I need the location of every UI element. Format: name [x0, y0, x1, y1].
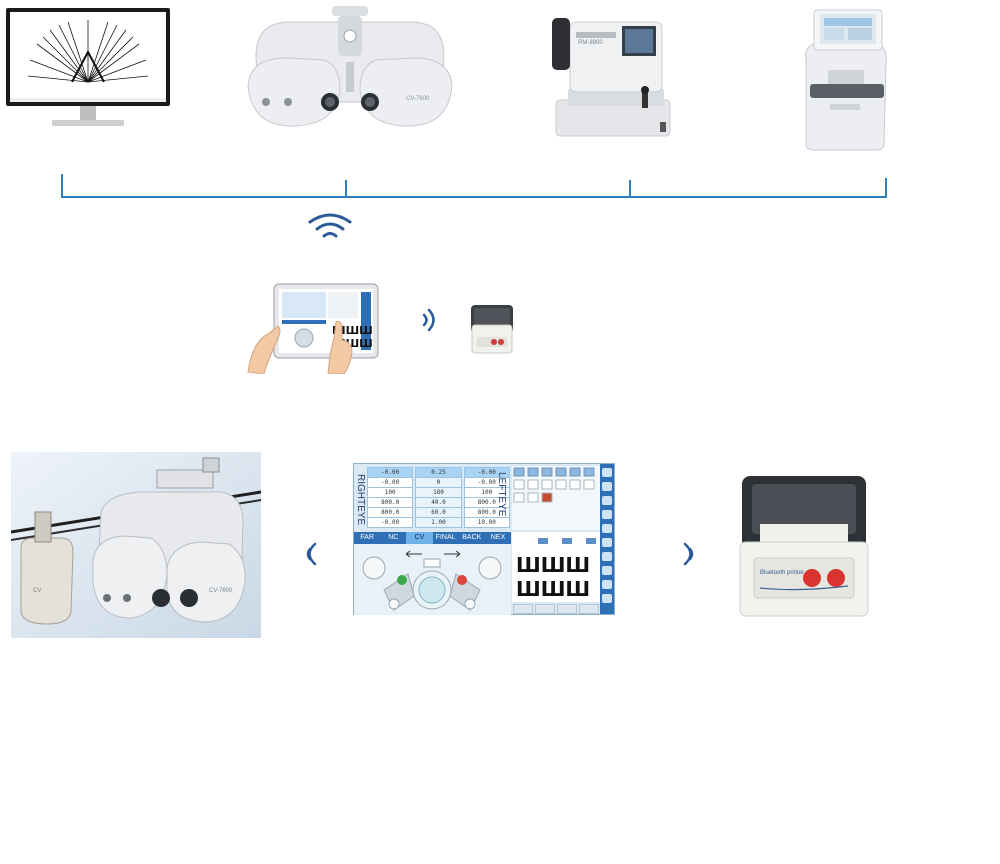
printer-small-image: [471, 305, 513, 354]
table-row: -0.00 0.25 -0.00: [366, 467, 511, 478]
table-row: 800.0 60.0 800.0: [366, 507, 511, 518]
svg-text:ШШШ: ШШШ: [516, 577, 590, 601]
chart-button[interactable]: [535, 604, 555, 614]
sidebar-button[interactable]: [602, 524, 612, 533]
wifi-signal-icon: [308, 213, 352, 238]
phoropter-photo-image: CV-7600 CV: [11, 452, 261, 638]
right-eye-label: RIGHTEYE: [355, 474, 366, 526]
phoropter-image: CV-7600: [247, 6, 453, 127]
tab-final[interactable]: FINAL: [435, 534, 456, 541]
svg-text:CV-7600: CV-7600: [406, 96, 430, 102]
connector-bracket-horizontal: [61, 196, 887, 198]
sidebar-button[interactable]: [602, 482, 612, 491]
connector-bracket-tick-3: [629, 180, 631, 198]
tablet-controller-image: ШШШ ШШШ: [247, 283, 379, 374]
table-row: -0.00 0 -0.00: [366, 477, 511, 488]
sidebar-button[interactable]: [602, 496, 612, 505]
tab-cv[interactable]: CV: [406, 532, 433, 544]
table-cell[interactable]: 10.00: [463, 517, 510, 528]
panel-sidebar: [600, 464, 614, 614]
left-eye-label: LEFTEYE: [496, 472, 507, 517]
sidebar-button[interactable]: [602, 468, 612, 477]
step-button[interactable]: [423, 558, 441, 568]
small-right-button[interactable]: [464, 598, 476, 610]
table-cell[interactable]: 1.00: [415, 517, 462, 528]
svg-text:CV: CV: [33, 588, 41, 594]
mode-tabs: FAR NC CV FINAL BACK NEX: [354, 532, 511, 544]
svg-text:RM-8900: RM-8900: [578, 40, 603, 46]
wifi-signal-left-icon: [306, 542, 317, 566]
table-row: 800.0 40.0 800.0: [366, 497, 511, 508]
sidebar-button[interactable]: [602, 566, 612, 575]
wifi-signal-small-icon: [422, 308, 435, 332]
chart-monitor-image: [6, 8, 170, 126]
table-row: -0.00 1.00 10.00: [366, 517, 511, 528]
connector-bracket-tick-4: [885, 178, 887, 198]
tab-back[interactable]: BACK: [462, 534, 482, 541]
control-panel-screen: RIGHTEYE -0.00 0.25 -0.00 -0.00 0 -0.00 …: [353, 463, 615, 615]
minus-button[interactable]: [457, 575, 467, 585]
chart-button[interactable]: [579, 604, 599, 614]
sidebar-button[interactable]: [602, 510, 612, 519]
autorefractor-image: RM-8900: [552, 18, 671, 137]
printer-large-image: Bluetooth printer: [739, 476, 869, 617]
table-row: 100 180 100: [366, 487, 511, 498]
connector-bracket-tick-2: [345, 180, 347, 198]
lensmeter-image: [805, 9, 887, 151]
sidebar-button[interactable]: [602, 538, 612, 547]
connector-bracket-tick-1: [61, 174, 63, 198]
refraction-table: -0.00 0.25 -0.00 -0.00 0 -0.00 100 180 1…: [366, 467, 511, 529]
control-area: [354, 544, 511, 615]
chart-button-row: [512, 604, 600, 614]
plus-button[interactable]: [397, 575, 407, 585]
right-knob-button[interactable]: [478, 556, 502, 580]
svg-text:CV-7600: CV-7600: [209, 588, 233, 594]
small-left-button[interactable]: [388, 598, 400, 610]
svg-text:ШШШ: ШШШ: [516, 553, 590, 577]
sidebar-button[interactable]: [602, 580, 612, 589]
wifi-signal-right-icon: [683, 542, 694, 566]
sidebar-button[interactable]: [602, 552, 612, 561]
left-knob-button[interactable]: [362, 556, 386, 580]
chart-button[interactable]: [557, 604, 577, 614]
optotype-chart: ШШШ ШШШ: [512, 532, 600, 602]
tab-far[interactable]: FAR: [360, 534, 374, 541]
tab-next[interactable]: NEX: [490, 534, 506, 541]
tab-nc[interactable]: NC: [388, 534, 399, 541]
chart-button[interactable]: [513, 604, 533, 614]
chart-selector-grid: [512, 466, 600, 530]
table-cell[interactable]: -0.00: [367, 517, 414, 528]
sidebar-button[interactable]: [602, 594, 612, 603]
svg-text:Bluetooth printer: Bluetooth printer: [760, 570, 804, 576]
